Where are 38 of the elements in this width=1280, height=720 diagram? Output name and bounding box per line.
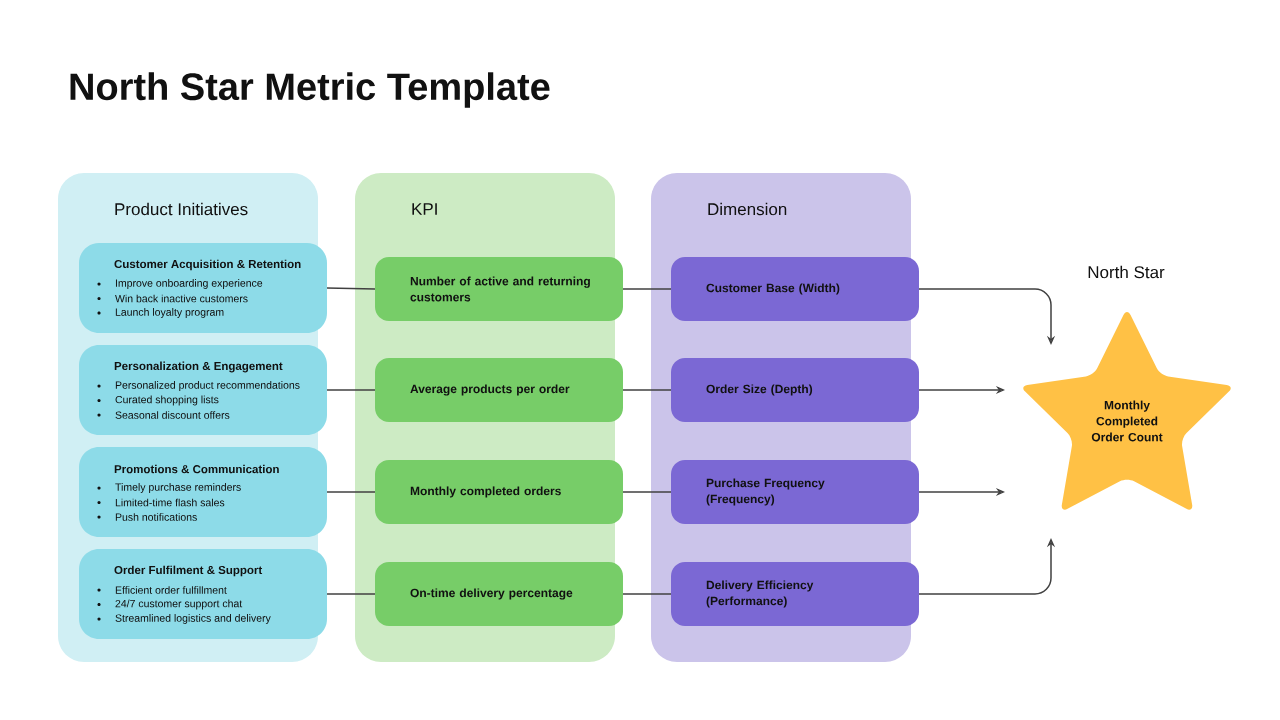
bullet-item: Streamlined logistics and delivery [115, 614, 271, 624]
star-heading: North Star [1088, 265, 1165, 279]
initiative-box [79, 243, 327, 333]
connector-line [622, 491, 672, 493]
connector-line [326, 491, 376, 493]
bullet-item: 24/7 customer support chat [115, 599, 243, 610]
dimension-box: Purchase Frequency (Frequency) [671, 460, 919, 524]
box-heading: Promotions & Communication [114, 464, 279, 474]
bullet-item: Improve onboarding experience [116, 279, 263, 289]
connector-line [622, 593, 672, 595]
initiative-box [79, 447, 327, 537]
bullet-item: Personalized product recommendations [115, 381, 300, 391]
connector-line [326, 287, 376, 290]
bullet-item: Curated shopping lists [115, 395, 219, 406]
connector-line [622, 288, 672, 290]
kpi-box: On-time delivery percentage [375, 562, 623, 626]
bullet-item: Limited-time flash sales [115, 498, 225, 507]
box-heading: Customer Acquisition & Retention [114, 259, 301, 271]
bullet-item: Launch loyalty program [115, 308, 224, 318]
bullet-item: Efficient order fulfillment [115, 586, 227, 594]
bullet-item: Push notifications [115, 513, 197, 521]
connector-line [622, 389, 672, 391]
bullet-item: Seasonal discount offers [115, 411, 230, 419]
initiative-box [79, 549, 327, 639]
connector-line [326, 389, 376, 391]
title: North Star Metric Template [70, 72, 550, 108]
dimension-box: Customer Base (Width) [671, 257, 919, 321]
box-heading: Order Fulfilment & Support [114, 565, 263, 577]
initiative-box [79, 345, 327, 435]
dimension-box: Delivery Efficiency (Performance) [671, 562, 919, 626]
dimension-box: Order Size (Depth) [671, 358, 919, 422]
bullet-item: Win back inactive customers [115, 294, 248, 303]
kpi-box: Average products per order [375, 358, 623, 422]
box-heading: Personalization & Engagement [114, 361, 283, 373]
kpi-box: Number of active and returning customers [375, 257, 623, 321]
kpi-box: Monthly completed orders [375, 460, 623, 524]
bullet-item: Timely purchase reminders [115, 483, 241, 493]
connector-line [326, 593, 376, 595]
